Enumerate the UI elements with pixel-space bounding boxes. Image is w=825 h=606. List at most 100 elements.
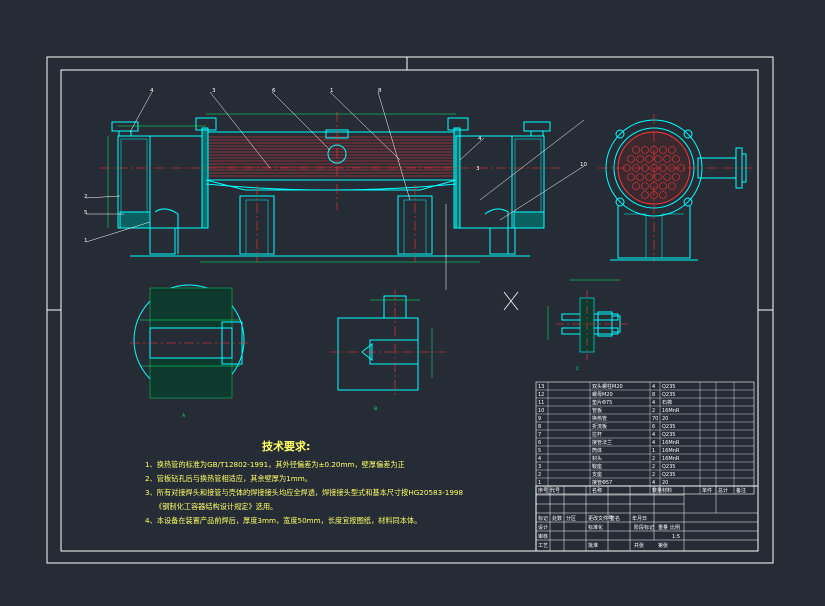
- parts-table-header: 代号: [550, 487, 560, 494]
- parts-table-cell: 4: [652, 480, 655, 486]
- leader-label: 1: [330, 88, 334, 94]
- svg-text:C: C: [576, 366, 579, 372]
- end-view: [598, 114, 756, 262]
- parts-table-cell: Q235: [662, 384, 675, 390]
- leader-label: 2: [84, 194, 88, 200]
- title-block-label: 更改文件号: [588, 515, 613, 522]
- detail-view-b: B: [330, 290, 446, 412]
- title-block-label: 第张: [658, 542, 668, 549]
- parts-table-cell: 3: [538, 464, 541, 470]
- parts-table-cell: 7: [538, 432, 541, 438]
- parts-table-cell: 2: [652, 456, 655, 462]
- parts-table-cell: 16MnR: [662, 408, 680, 414]
- parts-table-header: 材料: [662, 487, 672, 494]
- tech-req-item: 4、本设备在装置产品前焊后，厚度3mm，宽度50mm，长度宜按图纸，材料同本体。: [145, 516, 421, 525]
- parts-table-cell: 4: [652, 384, 655, 390]
- parts-table-cell: 封头: [592, 455, 602, 462]
- title-block-label: 签名: [610, 515, 620, 522]
- title-block-label: 分区: [566, 515, 576, 522]
- leader-labels: 4 3 6 1 8 2 5 4 3 1 10: [84, 88, 587, 244]
- parts-table-cell: Q235: [662, 464, 675, 470]
- parts-table-cell: 20: [662, 480, 668, 486]
- parts-table-cell: 8: [652, 392, 655, 398]
- parts-table-cell: 4: [652, 440, 655, 446]
- title-block: 标记 处数 分区 更改文件号 签名 年月日 设计 标准化 审核 工艺 批准 阶段…: [535, 485, 759, 552]
- title-block-label: 批准: [588, 542, 598, 549]
- parts-table-cell: 9: [538, 416, 541, 422]
- tech-req-title: 技术要求:: [262, 439, 310, 453]
- leader-label: 5: [84, 210, 88, 216]
- parts-table-cell: 4: [538, 456, 541, 462]
- title-block-label: 年月日: [632, 515, 647, 522]
- parts-table-cell: 16MnR: [662, 456, 680, 462]
- parts-table-header: 单件: [702, 487, 712, 494]
- parts-table-cell: 2: [652, 408, 655, 414]
- parts-table-cell: Q235: [662, 472, 675, 478]
- leader-label: 1: [84, 238, 88, 244]
- parts-table-cell: 支座: [592, 471, 602, 478]
- parts-table-cell: 12: [538, 392, 544, 398]
- parts-table-cell: 20: [662, 416, 668, 422]
- svg-text:A: A: [182, 413, 186, 419]
- parts-table-cell: 4: [652, 400, 655, 406]
- title-block-label: 重量: [658, 524, 668, 531]
- parts-table-cell: 6: [652, 424, 655, 430]
- leader-label: 8: [378, 88, 382, 94]
- leader-label: 6: [272, 88, 276, 94]
- parts-table-cell: 13: [538, 384, 544, 390]
- leader-label: 4: [478, 136, 482, 142]
- detail-view-a: A: [130, 284, 250, 419]
- tech-req-item: 2、管板钻孔后与换热管相适应，其余壁厚为1mm。: [145, 474, 312, 483]
- parts-table-header: 序号: [538, 487, 548, 494]
- title-block-label: 设计: [538, 524, 548, 531]
- parts-table-cell: 换热管: [592, 415, 607, 422]
- main-elevation-view: [85, 91, 585, 290]
- parts-table-cell: 11: [538, 400, 544, 406]
- parts-table-cell: 接管法兰: [592, 439, 612, 446]
- parts-table-cell: 5: [538, 448, 541, 454]
- parts-table-cell: 管板: [592, 407, 602, 414]
- tech-req-item: 《钢制化工容器结构设计规定》选用。: [155, 502, 277, 511]
- leader-label: 3: [476, 166, 480, 172]
- parts-table-cell: 接管Φ57: [592, 479, 612, 486]
- title-block-label: 标准化: [588, 524, 603, 531]
- title-block-label: 标记: [538, 515, 548, 522]
- parts-table-cell: 筒体: [592, 447, 602, 454]
- parts-table-cell: 1: [538, 480, 541, 486]
- parts-table-cell: 16MnR: [662, 448, 680, 454]
- parts-table-cell: 16MnR: [662, 440, 680, 446]
- parts-table-cell: 2: [538, 472, 541, 478]
- parts-table-cell: 石棉: [662, 399, 672, 406]
- parts-table-cell: 70: [652, 416, 658, 422]
- title-block-label: 共张: [634, 542, 644, 549]
- parts-table-header: 名称: [592, 487, 602, 494]
- parts-table-header: 备注: [736, 487, 746, 494]
- technical-requirements: 技术要求: 1、换热管的标准为GB/T12802-1991，其外径偏差为±0.2…: [145, 439, 463, 525]
- parts-table-cell: 双头螺柱M20: [592, 383, 623, 390]
- svg-text:B: B: [374, 406, 377, 412]
- parts-table-cell: 垫片Φ75: [592, 399, 612, 406]
- tech-req-item: 3、所有对接焊头和接管与壳体的焊接接头均应全焊透，焊接接头型式和基本尺寸按HG2…: [145, 488, 463, 497]
- parts-table-cell: 6: [538, 440, 541, 446]
- leader-label: 4: [150, 88, 154, 94]
- leader-label: 10: [580, 162, 587, 168]
- title-block-label: 比例: [670, 524, 680, 531]
- title-block-label: 审核: [538, 533, 548, 540]
- title-block-scale: 1:5: [672, 534, 680, 540]
- parts-table-cell: 8: [538, 424, 541, 430]
- section-cross-mark: [503, 291, 519, 311]
- parts-table-cell: 2: [652, 464, 655, 470]
- title-block-label: 阶段标记: [634, 524, 654, 531]
- parts-table-cell: 4: [652, 432, 655, 438]
- parts-table-cell: 2: [652, 472, 655, 478]
- title-block-label: 处数: [552, 515, 562, 522]
- parts-table-cell: 螺母M20: [592, 391, 613, 398]
- parts-table-cell: Q235: [662, 392, 675, 398]
- parts-table-cell: Q235: [662, 424, 675, 430]
- parts-table-cell: 1: [652, 448, 655, 454]
- detail-view-c: C: [547, 279, 628, 372]
- leader-label: 3: [212, 88, 216, 94]
- parts-table-cell: 折流板: [592, 423, 607, 430]
- title-block-label: 工艺: [538, 543, 548, 549]
